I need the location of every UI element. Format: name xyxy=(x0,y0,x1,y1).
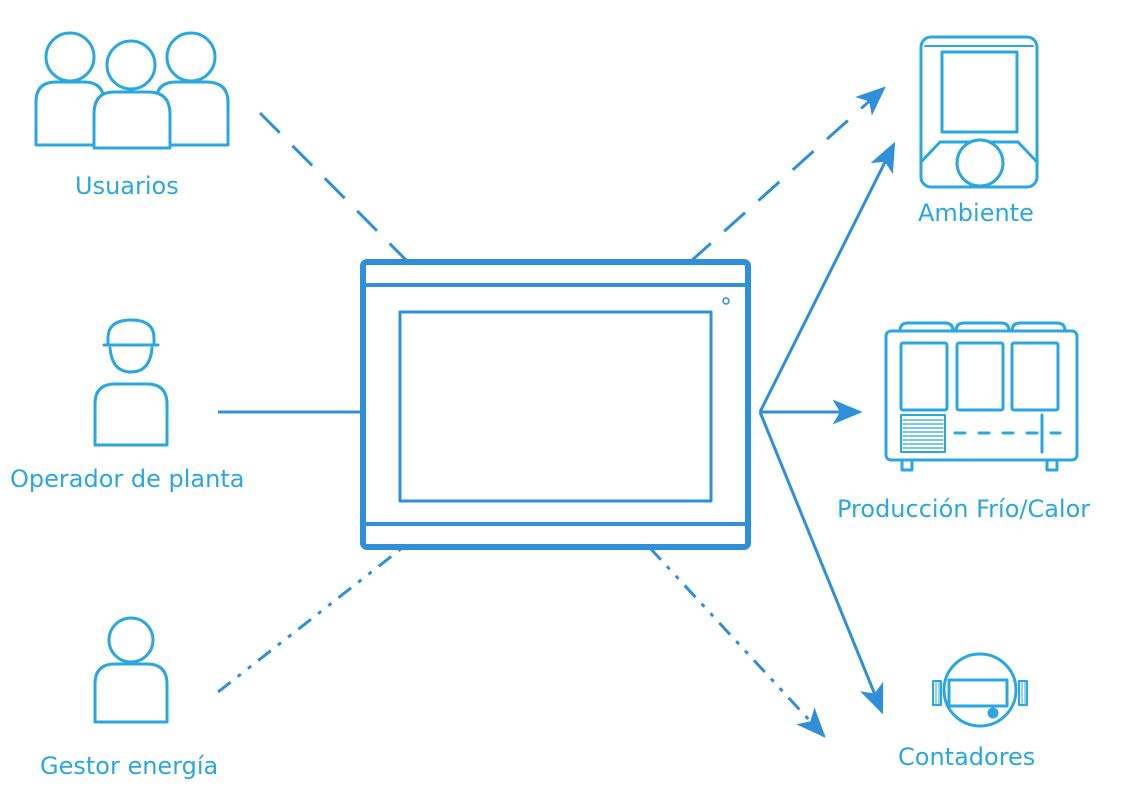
touch-screen-icon xyxy=(360,259,751,550)
arrow-ambiente-dashed xyxy=(688,86,886,264)
link-usuarios xyxy=(258,111,410,264)
users-group-icon xyxy=(34,31,230,150)
label-gestor-energia: Gestor energía xyxy=(40,752,219,780)
label-contadores: Contadores xyxy=(898,743,1036,771)
room-thermostat-icon xyxy=(919,35,1039,189)
link-gestor xyxy=(217,546,403,694)
arrow-contadores-dashdot xyxy=(648,546,826,738)
label-operador-de-planta: Operador de planta xyxy=(10,465,245,493)
worker-helmet-icon xyxy=(93,318,169,447)
chiller-unit-icon xyxy=(884,321,1079,472)
arrow-ambiente xyxy=(758,141,896,413)
label-usuarios: Usuarios xyxy=(75,172,179,200)
label-produccion-frio-calor: Producción Frío/Calor xyxy=(837,495,1091,523)
energy-meter-icon xyxy=(932,652,1028,728)
label-ambiente: Ambiente xyxy=(918,199,1034,227)
person-icon xyxy=(93,616,169,724)
arrow-contadores xyxy=(758,411,884,715)
